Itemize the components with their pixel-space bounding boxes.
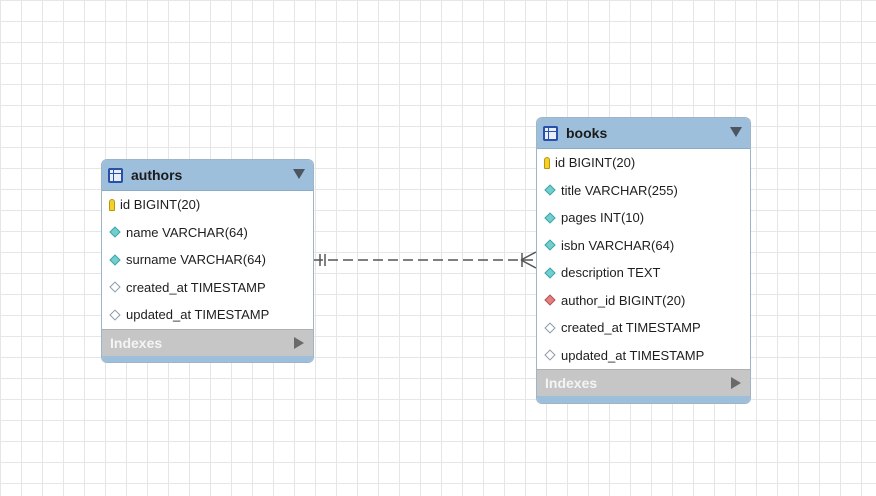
- table-icon: [108, 167, 123, 183]
- not-null-column-icon: [109, 226, 121, 238]
- nullable-column-icon: [109, 309, 121, 321]
- indexes-label: Indexes: [110, 334, 163, 351]
- table-icon: [543, 125, 558, 141]
- primary-key-icon: [109, 198, 115, 211]
- not-null-column-icon: [544, 184, 556, 196]
- nullable-column-icon: [544, 349, 556, 361]
- nullable-column-icon: [544, 322, 556, 334]
- column-row[interactable]: id BIGINT(20): [102, 191, 313, 219]
- foreign-key-icon: [544, 294, 556, 306]
- not-null-column-icon: [109, 254, 121, 266]
- collapse-arrow-icon[interactable]: [293, 169, 305, 179]
- column-row[interactable]: name VARCHAR(64): [102, 219, 313, 247]
- column-row[interactable]: updated_at TIMESTAMP: [102, 301, 313, 329]
- many-mark-top: [520, 251, 537, 261]
- authors-table-header[interactable]: authors: [102, 160, 313, 191]
- collapse-arrow-icon[interactable]: [730, 127, 742, 137]
- not-null-column-icon: [544, 212, 556, 224]
- nullable-column-icon: [109, 281, 121, 293]
- table-footer: [537, 396, 750, 403]
- books-table[interactable]: books id BIGINT(20) title VARCHAR(255) p…: [536, 117, 751, 404]
- column-row[interactable]: created_at TIMESTAMP: [102, 274, 313, 302]
- table-footer: [102, 355, 313, 362]
- column-row[interactable]: updated_at TIMESTAMP: [537, 342, 750, 370]
- expand-arrow-icon[interactable]: [294, 336, 304, 349]
- expand-arrow-icon[interactable]: [731, 377, 741, 389]
- table-title: authors: [131, 167, 183, 183]
- column-list: id BIGINT(20) name VARCHAR(64) surname V…: [102, 191, 313, 329]
- column-list: id BIGINT(20) title VARCHAR(255) pages I…: [537, 149, 750, 369]
- column-row[interactable]: created_at TIMESTAMP: [537, 314, 750, 342]
- table-title: books: [566, 125, 608, 141]
- column-row[interactable]: title VARCHAR(255): [537, 177, 750, 205]
- column-row[interactable]: isbn VARCHAR(64): [537, 232, 750, 260]
- column-row[interactable]: surname VARCHAR(64): [102, 246, 313, 274]
- column-row[interactable]: id BIGINT(20): [537, 149, 750, 177]
- indexes-section[interactable]: Indexes: [537, 369, 750, 396]
- column-row[interactable]: description TEXT: [537, 259, 750, 287]
- books-table-header[interactable]: books: [537, 118, 750, 149]
- not-null-column-icon: [544, 267, 556, 279]
- authors-table[interactable]: authors id BIGINT(20) name VARCHAR(64) s…: [101, 159, 314, 363]
- not-null-column-icon: [544, 239, 556, 251]
- indexes-label: Indexes: [545, 375, 598, 391]
- column-row[interactable]: author_id BIGINT(20): [537, 287, 750, 315]
- primary-key-icon: [544, 156, 550, 169]
- column-row[interactable]: pages INT(10): [537, 204, 750, 232]
- indexes-section[interactable]: Indexes: [102, 328, 313, 356]
- many-mark-bottom: [520, 259, 537, 269]
